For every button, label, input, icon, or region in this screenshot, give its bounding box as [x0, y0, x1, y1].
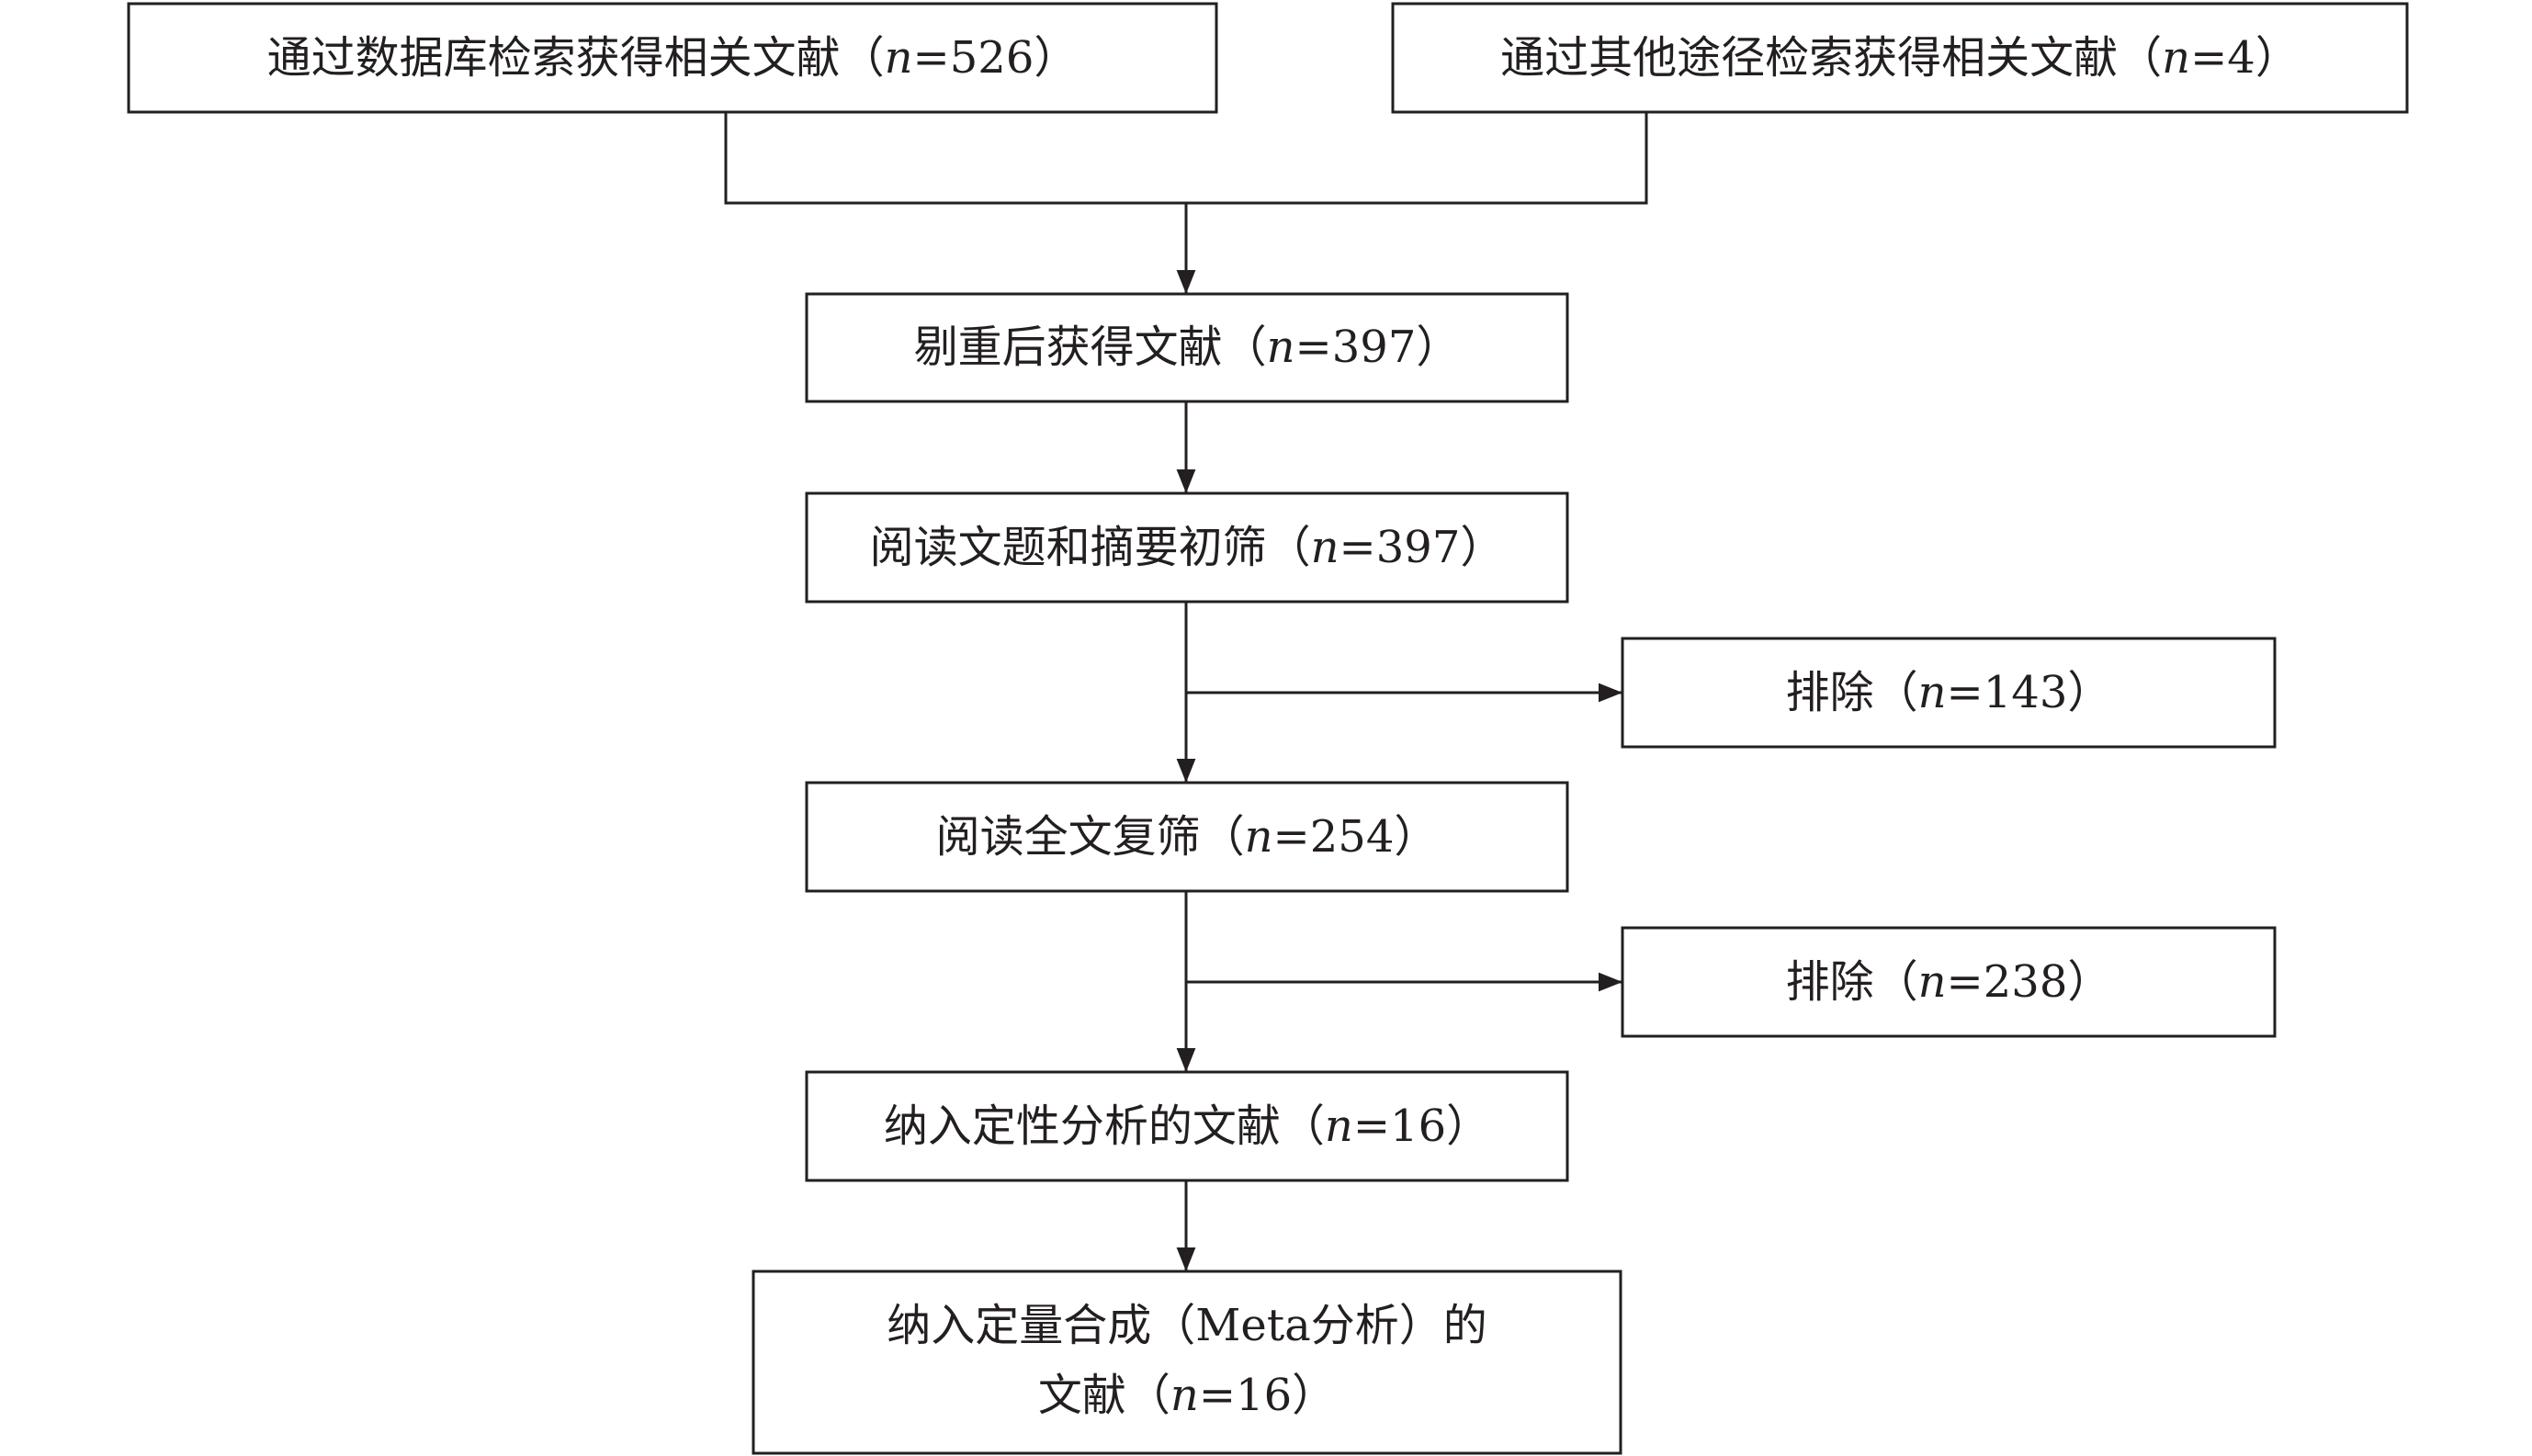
node-other-search-label: 通过其他途径检索获得相关文献（n=4） — [1500, 32, 2300, 84]
connectors — [724, 112, 1648, 1271]
node-title-abstract-label: 阅读文题和摘要初筛（n=397） — [870, 522, 1505, 573]
node-quantitative: 纳入定量合成（Meta分析）的 文献（n=16） — [752, 1270, 1622, 1455]
node-quantitative-box — [752, 1270, 1622, 1455]
node-exclude-2-box — [1621, 926, 2277, 1038]
merge-connector — [724, 112, 1648, 205]
node-full-text-box — [805, 781, 1569, 893]
node-full-text-label: 阅读全文复筛（n=254） — [936, 811, 1439, 863]
node-exclude-1-label: 排除（n=143） — [1786, 667, 2112, 718]
node-title-abstract: 阅读文题和摘要初筛（n=397） — [805, 491, 1569, 604]
node-exclude-1: 排除（n=143） — [1621, 637, 2277, 749]
node-full-text: 阅读全文复筛（n=254） — [805, 781, 1569, 893]
node-qualitative: 纳入定性分析的文献（n=16） — [805, 1070, 1569, 1182]
node-quantitative-label-line1: 纳入定量合成（Meta分析）的 — [887, 1300, 1486, 1351]
node-other-search-box — [1391, 2, 2409, 114]
node-db-search-label: 通过数据库检索获得相关文献（n=526） — [267, 32, 1079, 84]
node-qualitative-box — [805, 1070, 1569, 1182]
node-exclude-1-box — [1621, 637, 2277, 749]
node-qualitative-label: 纳入定性分析的文献（n=16） — [884, 1100, 1490, 1152]
node-db-search-box — [127, 2, 1218, 114]
node-quantitative-label-line2: 文献（n=16） — [1038, 1370, 1336, 1421]
node-dedup-label: 剔重后获得文献（n=397） — [914, 322, 1461, 373]
node-other-search: 通过其他途径检索获得相关文献（n=4） — [1391, 2, 2409, 114]
node-dedup-box — [805, 292, 1569, 403]
node-exclude-2: 排除（n=238） — [1621, 926, 2277, 1038]
node-dedup: 剔重后获得文献（n=397） — [805, 292, 1569, 403]
node-db-search: 通过数据库检索获得相关文献（n=526） — [127, 2, 1218, 114]
node-title-abstract-box — [805, 491, 1569, 604]
node-exclude-2-label: 排除（n=238） — [1786, 956, 2112, 1008]
